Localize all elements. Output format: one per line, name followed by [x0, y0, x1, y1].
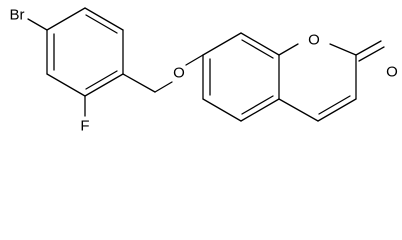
bond-ring1-c2-c3-inner	[85, 14, 118, 34]
coumarin-pyrone-ring	[278, 43, 357, 122]
bond-benzo-c4a-c5	[240, 98, 280, 122]
atom-ether-oxygen: O	[173, 65, 185, 82]
bond-pyrone-o1-c2	[329, 43, 357, 56]
bond-ring1-c4-c5-inner	[85, 70, 118, 90]
bond-benzo-c7-c8	[202, 32, 242, 56]
structure-diagram: Br F O O O	[9, 6, 398, 135]
bond-carbonyl-1	[355, 40, 382, 56]
atom-carbonyl-oxygen: O	[386, 64, 398, 81]
bond-pyrone-c3-c4-inner	[318, 95, 351, 115]
bond-benzo-c4a-c5-inner	[241, 95, 274, 115]
bond-ring1-c1-c2	[46, 7, 86, 31]
atom-ring-oxygen: O	[308, 32, 320, 49]
bond-c-br	[27, 18, 48, 31]
molecule-drawing: Br F O O O	[10, 7, 398, 135]
bond-ch2-o	[154, 81, 173, 93]
atom-bromine: Br	[10, 7, 25, 24]
bond-ring1-c4-c5	[84, 73, 124, 97]
bond-ring-ch2	[122, 73, 156, 93]
bond-carbonyl-2	[358, 46, 385, 62]
bond-o-coumarin	[185, 54, 204, 66]
bond-pyrone-c3-c4	[317, 98, 357, 122]
bond-benzo-c8-c8a-inner	[241, 39, 274, 59]
bond-benzo-c8-c8a	[240, 32, 280, 56]
bond-benzo-c5-c6	[202, 98, 242, 122]
atom-fluorine: F	[80, 118, 89, 135]
bond-ring1-c5-c6	[46, 73, 86, 97]
bond-pyrone-c4-c4a	[278, 98, 319, 122]
bond-pyrone-c8a-o1	[278, 43, 299, 56]
coumarin-benzo-ring	[202, 32, 280, 122]
bromofluorophenyl-ring	[46, 7, 124, 97]
bond-ring1-c2-c3	[84, 7, 124, 31]
